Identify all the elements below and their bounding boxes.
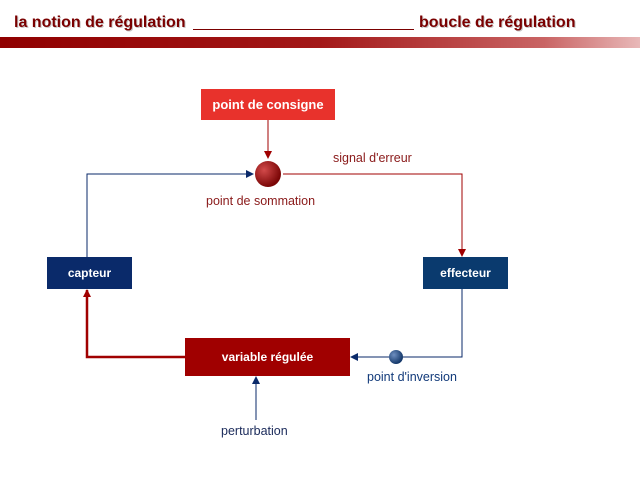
error-signal-label: signal d'erreur: [333, 151, 412, 165]
actuator-box: effecteur: [423, 257, 508, 289]
header-gradient-bar: [0, 37, 640, 48]
sensor-box: capteur: [47, 257, 132, 289]
controlled-variable-box: variable régulée: [185, 338, 350, 376]
connector-variable-to-sensor: [83, 289, 185, 359]
connector-sum-to-actuator: [283, 173, 466, 257]
inversion-point-node: [389, 350, 403, 364]
slide-title-left: la notion de régulation: [14, 14, 186, 31]
disturbance-label: perturbation: [221, 424, 288, 438]
slide-title-right: boucle de régulation: [419, 14, 576, 31]
inversion-point-label: point d'inversion: [367, 370, 457, 384]
setpoint-box: point de consigne: [201, 89, 335, 120]
connector-sensor-to-sum: [86, 170, 254, 257]
title-divider: [193, 29, 414, 30]
summing-point-label: point de sommation: [206, 194, 316, 208]
summing-point-node: [255, 161, 281, 187]
connector-actuator-to-inversion: [403, 289, 463, 358]
